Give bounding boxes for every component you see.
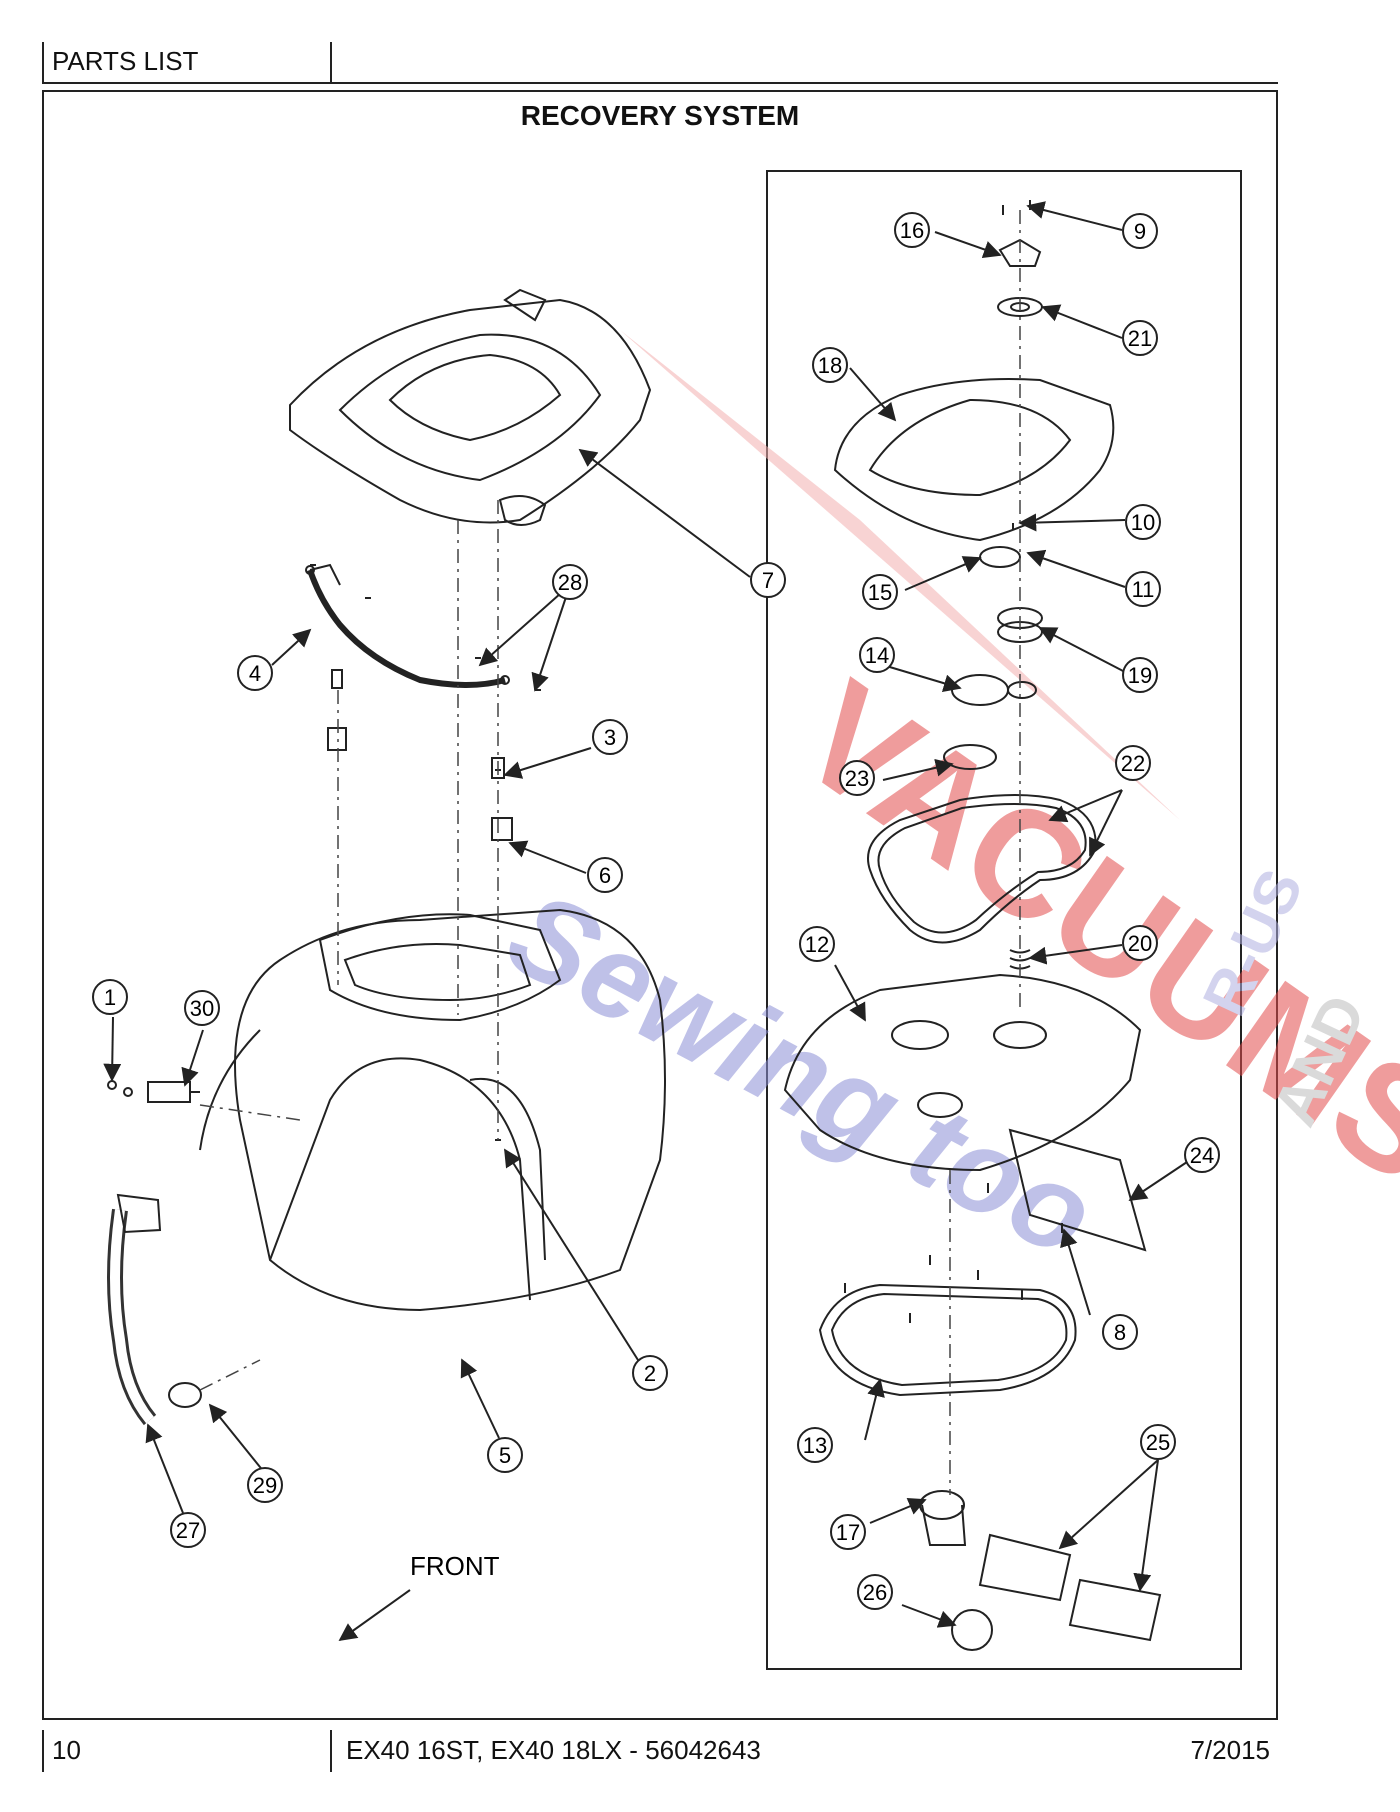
callout-21: 21 — [1122, 320, 1158, 356]
exploded-detail-inset — [766, 170, 1242, 1670]
watermark: VACUUMS Sewing too R-US AND — [488, 330, 1400, 1283]
callout-1: 1 — [92, 979, 128, 1015]
svg-text:10: 10 — [1131, 510, 1155, 535]
front-label: FRONT — [410, 1551, 500, 1581]
svg-text:9: 9 — [1134, 219, 1146, 244]
callout-28: 28 — [552, 564, 588, 600]
callout-16: 16 — [894, 212, 930, 248]
svg-text:12: 12 — [805, 932, 829, 957]
svg-text:7: 7 — [762, 568, 774, 593]
alignment-lines — [199, 210, 1021, 1495]
recovery-lid — [289, 298, 652, 524]
svg-text:21: 21 — [1128, 326, 1152, 351]
callout-5: 5 — [487, 1437, 523, 1473]
svg-text:8: 8 — [1114, 1320, 1126, 1345]
callout-8: 8 — [1102, 1314, 1138, 1350]
svg-text:16: 16 — [900, 218, 924, 243]
svg-text:24: 24 — [1190, 1143, 1214, 1168]
page-number: 10 — [52, 1735, 81, 1765]
svg-text:17: 17 — [836, 1520, 860, 1545]
callout-12: 12 — [799, 926, 835, 962]
left-assembly — [107, 288, 666, 1426]
callout-19: 19 — [1122, 657, 1158, 693]
callout-6: 6 — [587, 857, 623, 893]
svg-text:19: 19 — [1128, 663, 1152, 688]
callout-25: 25 — [1140, 1424, 1176, 1460]
svg-text:3: 3 — [604, 725, 616, 750]
svg-text:2: 2 — [644, 1361, 656, 1386]
svg-text:5: 5 — [499, 1443, 511, 1468]
callout-14: 14 — [859, 637, 895, 673]
callout-2: 2 — [632, 1355, 668, 1391]
callout-29: 29 — [247, 1467, 283, 1503]
svg-text:18: 18 — [818, 353, 842, 378]
svg-text:26: 26 — [863, 1580, 887, 1605]
svg-text:11: 11 — [1132, 577, 1155, 602]
watermark-red-triangle — [620, 330, 1180, 820]
callout-23: 23 — [839, 760, 875, 796]
diagram-frame — [42, 90, 1278, 1720]
svg-text:14: 14 — [865, 643, 889, 668]
svg-text:15: 15 — [868, 580, 892, 605]
footer-divider-right — [330, 1730, 332, 1772]
callout-10: 10 — [1125, 504, 1161, 540]
header-divider-left — [42, 42, 44, 84]
callout-27: 27 — [170, 1512, 206, 1548]
revision-date: 7/2015 — [1190, 1735, 1270, 1765]
callout-3: 3 — [592, 719, 628, 755]
header-rule — [42, 82, 1278, 84]
model-number: EX40 16ST, EX40 18LX - 56042643 — [346, 1735, 761, 1765]
callout-30: 30 — [184, 990, 220, 1026]
svg-text:4: 4 — [249, 661, 261, 686]
svg-text:20: 20 — [1128, 931, 1152, 956]
svg-text:22: 22 — [1121, 751, 1145, 776]
callout-7: 7 — [750, 562, 786, 598]
callout-11: 11 — [1125, 571, 1161, 607]
svg-text:29: 29 — [253, 1473, 277, 1498]
callout-9: 9 — [1122, 213, 1158, 249]
svg-text:1: 1 — [104, 985, 116, 1010]
svg-text:28: 28 — [558, 570, 582, 595]
recovery-tank — [234, 908, 666, 1312]
callout-26: 26 — [857, 1574, 893, 1610]
svg-text:27: 27 — [176, 1518, 200, 1543]
callout-13: 13 — [797, 1427, 833, 1463]
callout-15: 15 — [862, 574, 898, 610]
callout-18: 18 — [812, 347, 848, 383]
callouts: 1 2 3 4 5 6 7 8 9 10 11 12 13 14 15 16 1… — [92, 212, 1220, 1610]
svg-text:6: 6 — [599, 863, 611, 888]
svg-text:25: 25 — [1146, 1430, 1170, 1455]
svg-text:23: 23 — [845, 766, 869, 791]
leader-arrows — [103, 201, 1191, 1642]
svg-text:30: 30 — [190, 996, 214, 1021]
header-divider-right — [330, 42, 332, 84]
callout-24: 24 — [1184, 1137, 1220, 1173]
callout-20: 20 — [1122, 925, 1158, 961]
footer-divider-left — [42, 1730, 44, 1772]
callout-4: 4 — [237, 655, 273, 691]
section-label: PARTS LIST — [52, 46, 199, 76]
diagram-title: RECOVERY SYSTEM — [520, 100, 800, 131]
svg-text:13: 13 — [803, 1433, 827, 1458]
callout-22: 22 — [1115, 745, 1151, 781]
callout-17: 17 — [830, 1514, 866, 1550]
